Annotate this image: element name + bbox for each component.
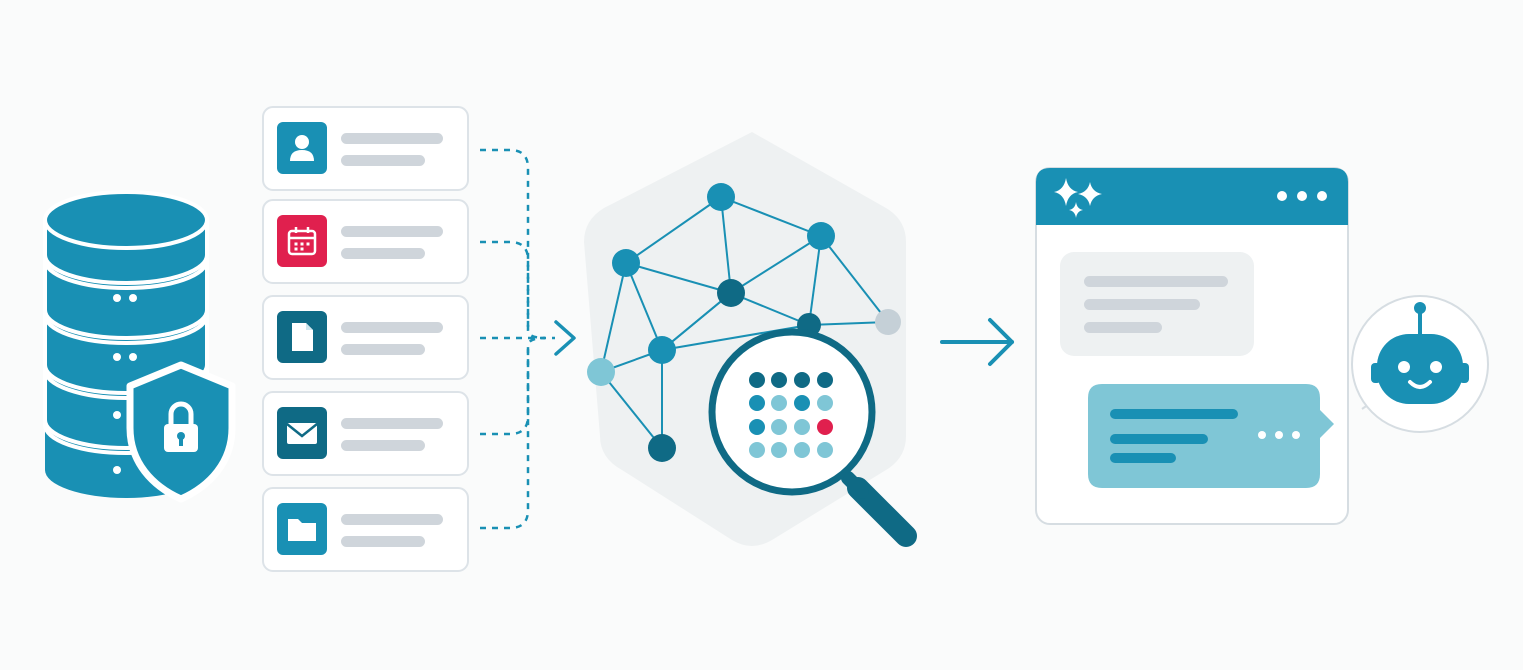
text-line <box>341 514 443 525</box>
chat-bubble-sent <box>1088 384 1334 488</box>
text-line <box>341 344 425 355</box>
lens-dot <box>749 419 765 435</box>
text-line <box>1084 299 1200 310</box>
graph-node-1 <box>707 183 735 211</box>
source-card-2 <box>262 199 469 284</box>
lens-dot <box>794 442 810 458</box>
graph-node-5 <box>875 309 901 335</box>
chat-bubble-received <box>1060 252 1254 356</box>
sparkle-icon <box>1054 178 1102 218</box>
connector-4 <box>480 346 530 436</box>
lens-dot <box>771 395 787 411</box>
graph-node-8 <box>587 358 615 386</box>
lens-dot <box>817 442 833 458</box>
text-line <box>1110 434 1208 444</box>
lens-dot <box>771 419 787 435</box>
graph-edge-6 <box>625 262 732 294</box>
text-line <box>1110 409 1238 419</box>
graph-edge-1 <box>720 196 822 237</box>
lens-dot <box>749 442 765 458</box>
lens-dot <box>817 395 833 411</box>
graph-edge-15 <box>600 371 663 449</box>
graph-node-9 <box>648 434 676 462</box>
chat-window <box>1035 167 1349 525</box>
graph-node-2 <box>807 222 835 250</box>
text-line <box>341 418 443 429</box>
more-dots-icon[interactable] <box>1277 191 1327 201</box>
text-line <box>341 322 443 333</box>
text-line <box>341 133 443 144</box>
database-indicator-dots <box>113 294 137 474</box>
lens-dot-grid <box>749 372 833 458</box>
source-card-5 <box>262 487 469 572</box>
graph-edge-2 <box>625 196 722 264</box>
lens-dot <box>749 372 765 388</box>
graph-edge-8 <box>600 262 627 373</box>
graph-edge-5 <box>820 235 889 323</box>
connector-2 <box>480 240 530 330</box>
graph-edge-3 <box>720 196 732 294</box>
graph-edge-10 <box>730 292 810 326</box>
arrow-head-1 <box>554 320 576 356</box>
source-card-3 <box>262 295 469 380</box>
graph-node-4 <box>717 279 745 307</box>
chat-window-titlebar <box>1036 168 1348 225</box>
text-line <box>341 536 425 547</box>
lens-dot <box>771 442 787 458</box>
text-line <box>341 248 425 259</box>
connector-5 <box>480 336 546 530</box>
lens-dot <box>771 372 787 388</box>
file-icon <box>277 311 327 363</box>
text-line <box>341 440 425 451</box>
shield-lock-icon <box>126 361 236 503</box>
calendar-icon <box>277 215 327 267</box>
graph-edge-17 <box>661 292 732 351</box>
graph-node-6 <box>648 336 676 364</box>
text-line <box>341 226 443 237</box>
magnifier-lens <box>708 328 876 496</box>
source-card-list <box>262 106 469 572</box>
graph-edge-7 <box>625 262 663 351</box>
source-card-4 <box>262 391 469 476</box>
merge-connectors <box>480 148 555 530</box>
arrow-right-icon <box>940 318 1014 366</box>
connector-1 <box>480 148 546 340</box>
text-line <box>341 155 425 166</box>
user-icon <box>277 122 327 174</box>
lens-dot <box>749 395 765 411</box>
lens-dot <box>794 372 810 388</box>
text-line <box>1110 453 1176 463</box>
lens-dot <box>794 395 810 411</box>
typing-dots-icon <box>1258 431 1300 439</box>
source-card-1 <box>262 106 469 191</box>
graph-node-3 <box>612 249 640 277</box>
database-top <box>43 190 209 285</box>
mail-icon <box>277 407 327 459</box>
lens-dot <box>794 419 810 435</box>
lock-icon <box>164 401 198 452</box>
text-line <box>1084 276 1228 287</box>
robot-icon <box>1351 295 1489 433</box>
text-line <box>1084 322 1162 333</box>
folder-icon <box>277 503 327 555</box>
magnifier-icon <box>708 328 917 547</box>
graph-edge-11 <box>808 235 822 326</box>
graph-edge-4 <box>730 235 822 294</box>
lens-dot <box>817 419 833 435</box>
graph-edge-12 <box>808 321 889 326</box>
lens-dot <box>817 372 833 388</box>
